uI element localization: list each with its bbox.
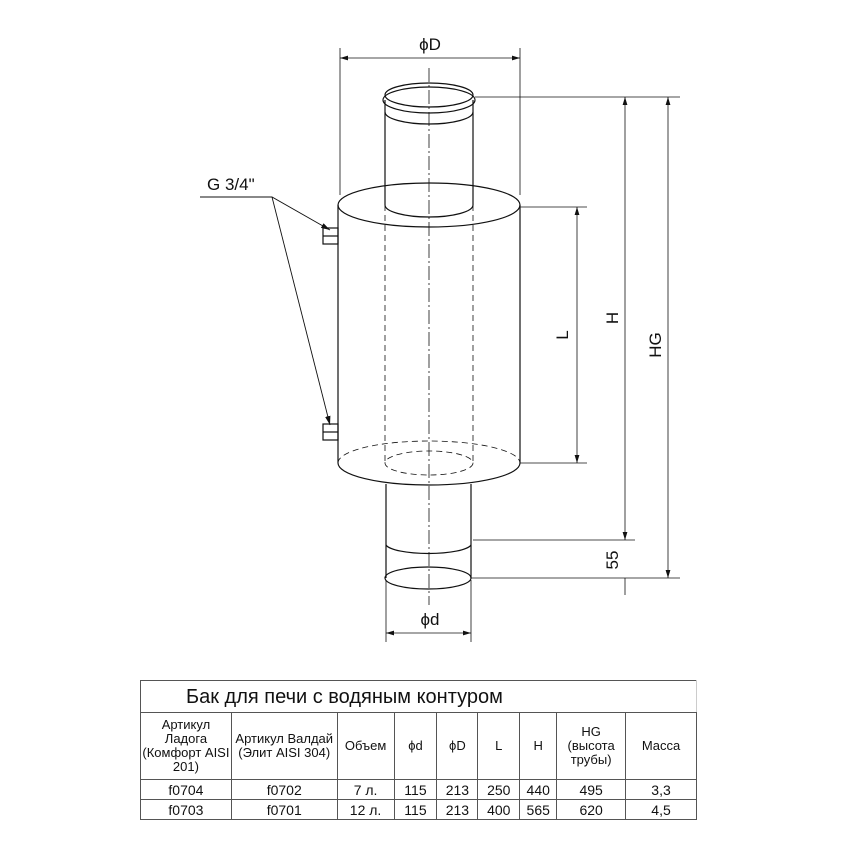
table-row: f0704 f0702 7 л. 115 213 250 440 495 3,3 bbox=[140, 779, 697, 800]
cell: 440 bbox=[519, 779, 558, 800]
cell: f0703 bbox=[140, 799, 232, 820]
header-cell: Масса bbox=[625, 712, 697, 780]
header-cell: ϕD bbox=[436, 712, 479, 780]
dimension-H-HG bbox=[471, 96, 680, 595]
header-cell: H bbox=[519, 712, 558, 780]
cell: 115 bbox=[393, 799, 438, 820]
header-cell: ϕd bbox=[393, 712, 438, 780]
cell: 3,3 bbox=[625, 779, 697, 800]
label-thread: G 3/4" bbox=[207, 175, 255, 194]
cell: 213 bbox=[436, 799, 479, 820]
cell: 12 л. bbox=[336, 799, 395, 820]
cell: 115 bbox=[393, 779, 438, 800]
dimension-L bbox=[520, 206, 587, 464]
label-HG: HG bbox=[646, 332, 665, 358]
header-cell: HG (высота трубы) bbox=[556, 712, 627, 780]
label-H: H bbox=[603, 312, 622, 324]
cell: f0704 bbox=[140, 779, 232, 800]
label-D: ϕD bbox=[419, 35, 441, 54]
cell: f0701 bbox=[230, 799, 338, 820]
cell: 620 bbox=[556, 799, 627, 820]
cell: 4,5 bbox=[625, 799, 697, 820]
header-cell: Артикул Ладога (Комфорт AISI 201) bbox=[140, 712, 232, 780]
header-cell: L bbox=[477, 712, 521, 780]
label-d: ϕd bbox=[421, 610, 440, 629]
dimension-d bbox=[385, 580, 472, 642]
top-pipe bbox=[382, 82, 476, 476]
spec-table: Бак для печи с водяным контуром Артикул … bbox=[140, 680, 697, 820]
cell: 400 bbox=[477, 799, 521, 820]
cell: f0702 bbox=[230, 779, 338, 800]
cell: 7 л. bbox=[336, 779, 395, 800]
label-L: L bbox=[553, 330, 572, 339]
cell: 250 bbox=[477, 779, 521, 800]
table-title: Бак для печи с водяным контуром bbox=[140, 680, 697, 713]
cell: 495 bbox=[556, 779, 627, 800]
label-55: 55 bbox=[603, 551, 622, 570]
table-row: f0703 f0701 12 л. 115 213 400 565 620 4,… bbox=[140, 799, 697, 820]
bottom-pipe bbox=[384, 484, 472, 590]
header-cell: Объем bbox=[336, 712, 395, 780]
cell: 213 bbox=[436, 779, 479, 800]
header-cell: Артикул Валдай (Элит AISI 304) bbox=[230, 712, 338, 780]
table-header-row: Артикул Ладога (Комфорт AISI 201) Артику… bbox=[140, 712, 697, 780]
tank-drawing: ϕD ϕd G 3/4" L H HG 55 bbox=[200, 35, 680, 642]
tank-body bbox=[337, 182, 521, 486]
cell: 565 bbox=[519, 799, 558, 820]
dimension-D bbox=[339, 48, 521, 195]
